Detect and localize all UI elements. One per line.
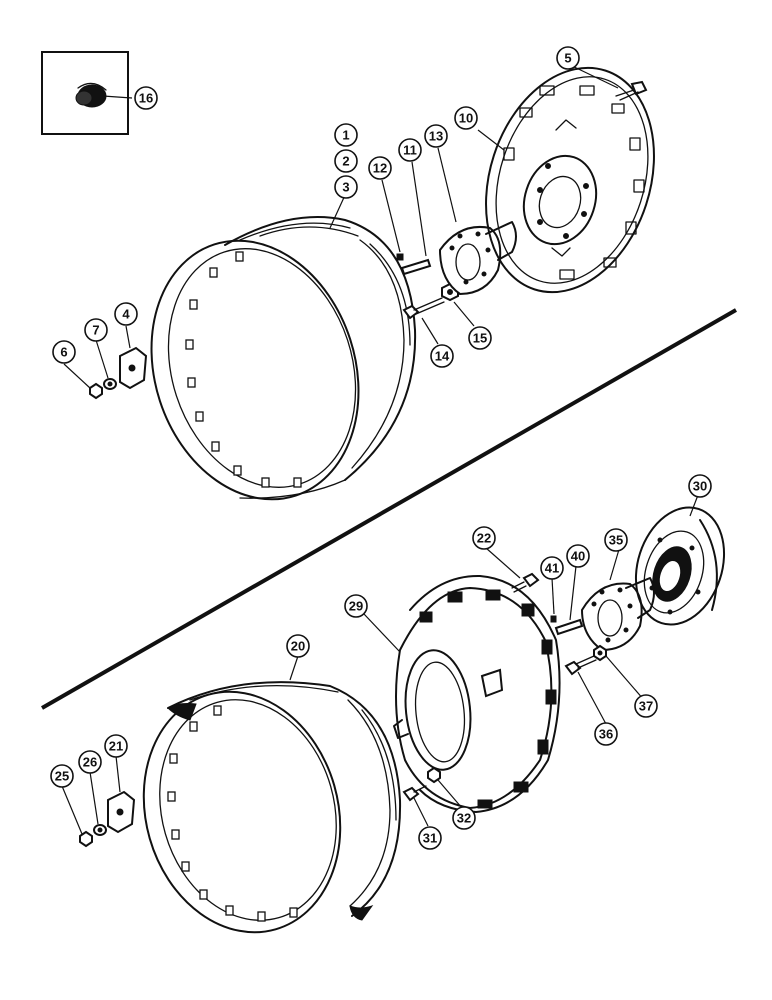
svg-text:6: 6 — [60, 345, 67, 360]
callout-32: 32 — [452, 806, 476, 830]
callout-21: 21 — [104, 734, 128, 758]
callout-37: 37 — [634, 694, 658, 718]
wheel-disc-part-10 — [485, 66, 655, 294]
callout-13: 13 — [424, 124, 448, 148]
nut-part-6 — [89, 382, 103, 400]
callout-5: 5 — [556, 46, 580, 70]
svg-text:3: 3 — [342, 180, 349, 195]
callout-12: 12 — [368, 156, 392, 180]
callout-20: 20 — [286, 634, 310, 658]
divider-line — [41, 308, 737, 710]
callout-6: 6 — [52, 340, 76, 364]
bolt-part-36 — [564, 655, 597, 676]
svg-text:35: 35 — [609, 533, 623, 548]
callout-30: 30 — [688, 474, 712, 498]
wheel-rim-bottom — [142, 681, 402, 934]
svg-text:25: 25 — [55, 769, 69, 784]
bolt-part-22 — [511, 572, 540, 593]
callout-4: 4 — [114, 302, 138, 326]
svg-text:16: 16 — [139, 91, 153, 106]
callout-15: 15 — [468, 326, 492, 350]
svg-text:4: 4 — [122, 307, 130, 322]
callout-11: 11 — [398, 138, 422, 162]
pin-part-11 — [400, 258, 432, 276]
washer-part-7 — [103, 378, 117, 390]
wheel-rim-top — [150, 216, 417, 501]
svg-text:13: 13 — [429, 129, 443, 144]
callout-10: 10 — [454, 106, 478, 130]
svg-text:30: 30 — [693, 479, 707, 494]
washer-part-26 — [93, 824, 107, 836]
callout-25: 25 — [50, 764, 74, 788]
bolt-part-31 — [402, 785, 427, 802]
callout-1: 1 — [334, 123, 358, 147]
svg-text:5: 5 — [564, 51, 571, 66]
callout-7: 7 — [84, 318, 108, 342]
clamp-part-4 — [119, 346, 148, 390]
hub-cap-part-30 — [634, 506, 726, 626]
callout-40: 40 — [566, 544, 590, 568]
pin-part-40 — [554, 618, 584, 636]
nut-part-32 — [427, 766, 441, 784]
bolt-part-5 — [615, 80, 648, 101]
hub-part-35 — [580, 577, 655, 652]
svg-text:32: 32 — [457, 811, 471, 826]
svg-text:40: 40 — [571, 549, 585, 564]
callout-16: 16 — [134, 86, 158, 110]
svg-text:2: 2 — [342, 154, 349, 169]
callout-3: 3 — [334, 175, 358, 199]
callout-26: 26 — [78, 750, 102, 774]
svg-text:14: 14 — [435, 349, 450, 364]
svg-text:7: 7 — [92, 323, 99, 338]
svg-text:29: 29 — [349, 599, 363, 614]
pin-part-12 — [396, 253, 404, 261]
plug-icon — [75, 82, 107, 108]
svg-text:10: 10 — [459, 111, 473, 126]
nut-part-25 — [79, 830, 93, 848]
callout-22: 22 — [472, 526, 496, 550]
svg-text:20: 20 — [291, 639, 305, 654]
bolt-part-14 — [402, 297, 445, 320]
svg-text:21: 21 — [109, 739, 123, 754]
svg-text:22: 22 — [477, 531, 491, 546]
wheel-center-part-29 — [393, 574, 561, 813]
svg-text:31: 31 — [423, 831, 437, 846]
leader-lines — [61, 63, 699, 835]
callout-2: 2 — [334, 149, 358, 173]
callout-35: 35 — [604, 528, 628, 552]
callout-29: 29 — [344, 594, 368, 618]
callout-14: 14 — [430, 344, 454, 368]
svg-text:12: 12 — [373, 161, 387, 176]
svg-text:37: 37 — [639, 699, 653, 714]
pin-part-41 — [550, 615, 557, 623]
nut-part-37 — [593, 644, 607, 662]
inset-plug-box — [41, 51, 129, 135]
callout-31: 31 — [418, 826, 442, 850]
svg-text:26: 26 — [83, 755, 97, 770]
svg-text:41: 41 — [545, 561, 559, 576]
svg-text:15: 15 — [473, 331, 487, 346]
svg-text:1: 1 — [342, 128, 349, 143]
svg-text:36: 36 — [599, 727, 613, 742]
hub-part-13 — [438, 221, 517, 296]
svg-text:11: 11 — [403, 143, 417, 158]
callout-36: 36 — [594, 722, 618, 746]
callout-41: 41 — [540, 556, 564, 580]
clamp-part-21 — [107, 790, 136, 834]
